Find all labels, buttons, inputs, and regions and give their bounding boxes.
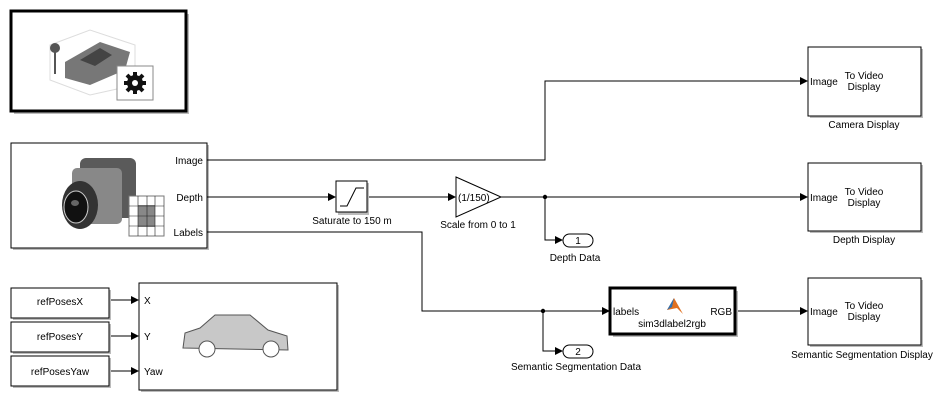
display-port-label: Image bbox=[810, 77, 838, 88]
input-port-label: labels bbox=[613, 307, 639, 318]
port-depth-label: Depth bbox=[176, 193, 203, 204]
port-y-label: Y bbox=[144, 332, 151, 343]
display-label: Semantic Segmentation Display bbox=[791, 350, 933, 361]
branch-point bbox=[540, 308, 546, 314]
branch-point bbox=[542, 194, 548, 200]
source-label: refPosesYaw bbox=[31, 367, 90, 378]
display-title: To Video bbox=[845, 71, 884, 82]
display-title: Display bbox=[848, 312, 881, 323]
outport-2[interactable]: 2 Semantic Segmentation Data bbox=[511, 344, 642, 373]
display-label: Camera Display bbox=[828, 120, 899, 131]
signal-lines[interactable] bbox=[109, 77, 808, 375]
image-signal-line[interactable] bbox=[207, 77, 808, 161]
semantic-display-block[interactable]: Image To Video Display Semantic Segmenta… bbox=[791, 277, 933, 361]
display-label: Depth Display bbox=[833, 235, 895, 246]
outport-label: Semantic Segmentation Data bbox=[511, 362, 642, 373]
display-title: To Video bbox=[845, 187, 884, 198]
sim3dlabel2rgb-block[interactable]: labels RGB sim3dlabel2rgb bbox=[608, 286, 738, 337]
gain-label: Scale from 0 to 1 bbox=[440, 220, 516, 231]
source-label: refPosesX bbox=[37, 297, 83, 308]
display-title: Display bbox=[848, 82, 881, 93]
output-port-label: RGB bbox=[710, 307, 732, 318]
function-name: sim3dlabel2rgb bbox=[638, 319, 706, 330]
outport-number: 1 bbox=[575, 236, 581, 247]
display-title: Display bbox=[848, 198, 881, 209]
source-refposesx[interactable]: refPosesX bbox=[10, 287, 111, 320]
saturation-icon bbox=[340, 187, 364, 207]
display-port-label: Image bbox=[810, 307, 838, 318]
port-x-label: X bbox=[144, 296, 151, 307]
display-title: To Video bbox=[845, 301, 884, 312]
seg-data-branch[interactable] bbox=[542, 311, 563, 355]
vehicle-block[interactable]: X Y Yaw bbox=[138, 282, 339, 392]
saturation-block[interactable]: Saturate to 150 m bbox=[312, 180, 392, 227]
outport-label: Depth Data bbox=[550, 253, 601, 264]
port-image-label: Image bbox=[175, 156, 203, 167]
camera-sensor-block[interactable]: Image Depth Labels bbox=[10, 142, 209, 250]
scene-configuration-block[interactable] bbox=[9, 9, 189, 114]
source-label: refPosesY bbox=[37, 332, 83, 343]
saturation-label: Saturate to 150 m bbox=[312, 216, 392, 227]
display-port-label: Image bbox=[810, 193, 838, 204]
car-icon bbox=[182, 314, 289, 358]
port-yaw-label: Yaw bbox=[144, 367, 163, 378]
gain-block[interactable]: (1/150) Scale from 0 to 1 bbox=[440, 176, 516, 231]
matlab-logo-icon bbox=[667, 298, 683, 314]
source-refposesyaw[interactable]: refPosesYaw bbox=[10, 355, 111, 388]
camera-icon bbox=[62, 158, 165, 237]
camera-display-block[interactable]: Image To Video Display Camera Display bbox=[807, 46, 923, 131]
depth-data-branch[interactable] bbox=[544, 197, 563, 244]
outport-1[interactable]: 1 Depth Data bbox=[550, 233, 601, 264]
gear-icon bbox=[116, 65, 154, 101]
port-labels-label: Labels bbox=[174, 228, 203, 239]
gain-value: (1/150) bbox=[458, 193, 490, 204]
labels-signal-line[interactable] bbox=[207, 231, 610, 315]
outport-number: 2 bbox=[575, 347, 581, 358]
source-refposesy[interactable]: refPosesY bbox=[10, 321, 111, 354]
depth-display-block[interactable]: Image To Video Display Depth Display bbox=[807, 162, 923, 246]
parking-scene-icon bbox=[49, 29, 136, 96]
